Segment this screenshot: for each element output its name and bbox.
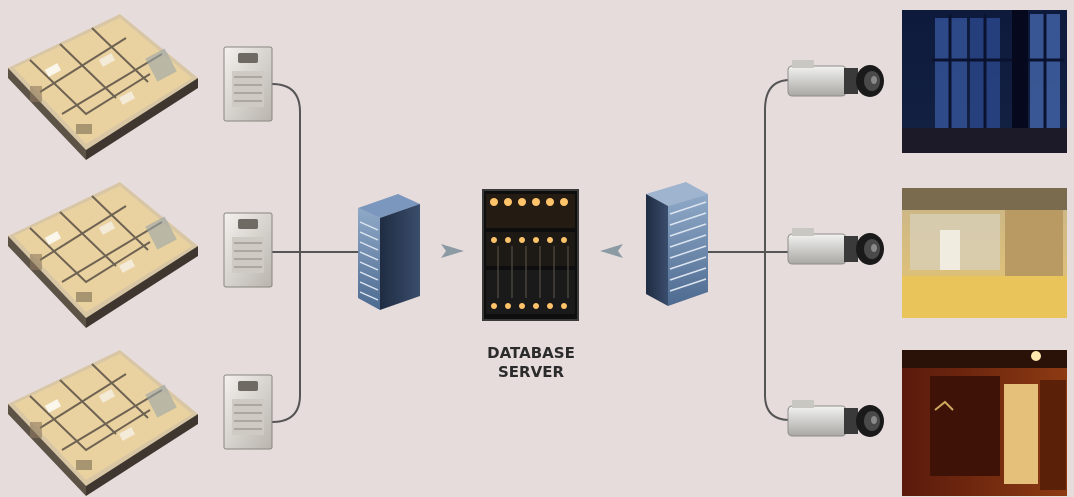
database-server-label-line2: SERVER [497,363,564,381]
cctv-camera-icon [787,227,885,266]
lobby-photo-3 [902,350,1067,496]
database-server-label-line1: DATABASE [487,344,575,362]
apartment-floorplan-icon [7,13,199,161]
database-server-icon [482,189,579,321]
rack-server-icon [358,194,420,310]
right-bus-line [764,79,791,421]
arrow-left-icon [600,244,623,258]
apartment-floorplan-icon [7,181,199,329]
cctv-camera-icon [787,59,885,98]
database-server-label: DATABASE SERVER [466,344,596,382]
apartment-floorplan-icon [7,349,199,497]
lobby-photo-1 [902,10,1067,153]
connector-lines [271,79,791,423]
cctv-camera-icon [787,399,885,438]
wall-control-panel-icon [223,46,273,122]
lobby-photo-2 [902,188,1067,318]
wall-control-panel-icon [223,212,273,288]
rack-server-icon [646,182,708,306]
arrow-right-icon [441,244,464,258]
left-bus-line [271,83,301,423]
wall-control-panel-icon [223,374,273,450]
